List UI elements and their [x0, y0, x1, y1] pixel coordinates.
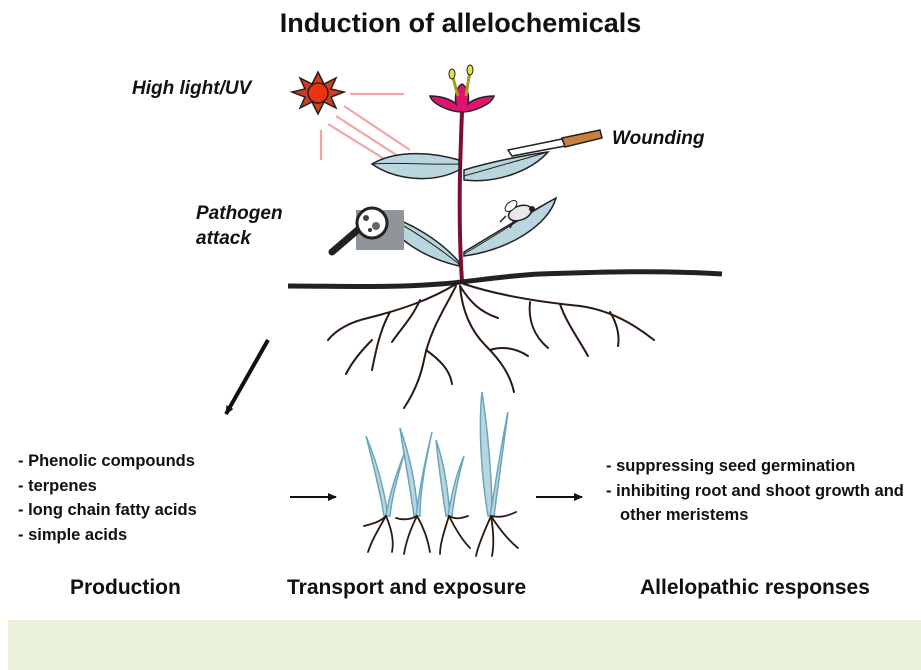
label-wounding: Wounding [612, 128, 705, 150]
diagram-title: Induction of allelochemicals [0, 8, 921, 39]
list-item: - simple acids [18, 523, 197, 548]
label-high-light-uv: High light/UV [132, 78, 251, 100]
soil-line [288, 272, 722, 287]
list-item: - suppressing seed germination [606, 454, 921, 479]
production-arrow [226, 340, 268, 414]
allelopathic-response-list: - suppressing seed germination - inhibit… [606, 454, 921, 528]
flower-icon [430, 65, 494, 112]
list-item: - terpenes [18, 474, 197, 499]
sun-icon [292, 72, 344, 114]
footer-band [8, 620, 921, 670]
label-pathogen-attack: Pathogen attack [196, 201, 306, 251]
list-item: - long chain fatty acids [18, 498, 197, 523]
list-item: - inhibiting root and shoot growth and o… [606, 479, 921, 528]
production-compound-list: - Phenolic compounds - terpenes - long c… [18, 449, 197, 547]
plant-stem [460, 112, 462, 282]
magnifier-icon [332, 208, 404, 252]
stage-label-responses: Allelopathic responses [640, 576, 870, 600]
seedlings-icon [364, 392, 518, 556]
stage-label-production: Production [70, 576, 181, 600]
list-item: - Phenolic compounds [18, 449, 197, 474]
root-system [328, 284, 654, 408]
stage-label-transport: Transport and exposure [287, 576, 526, 600]
knife-icon [508, 130, 602, 156]
